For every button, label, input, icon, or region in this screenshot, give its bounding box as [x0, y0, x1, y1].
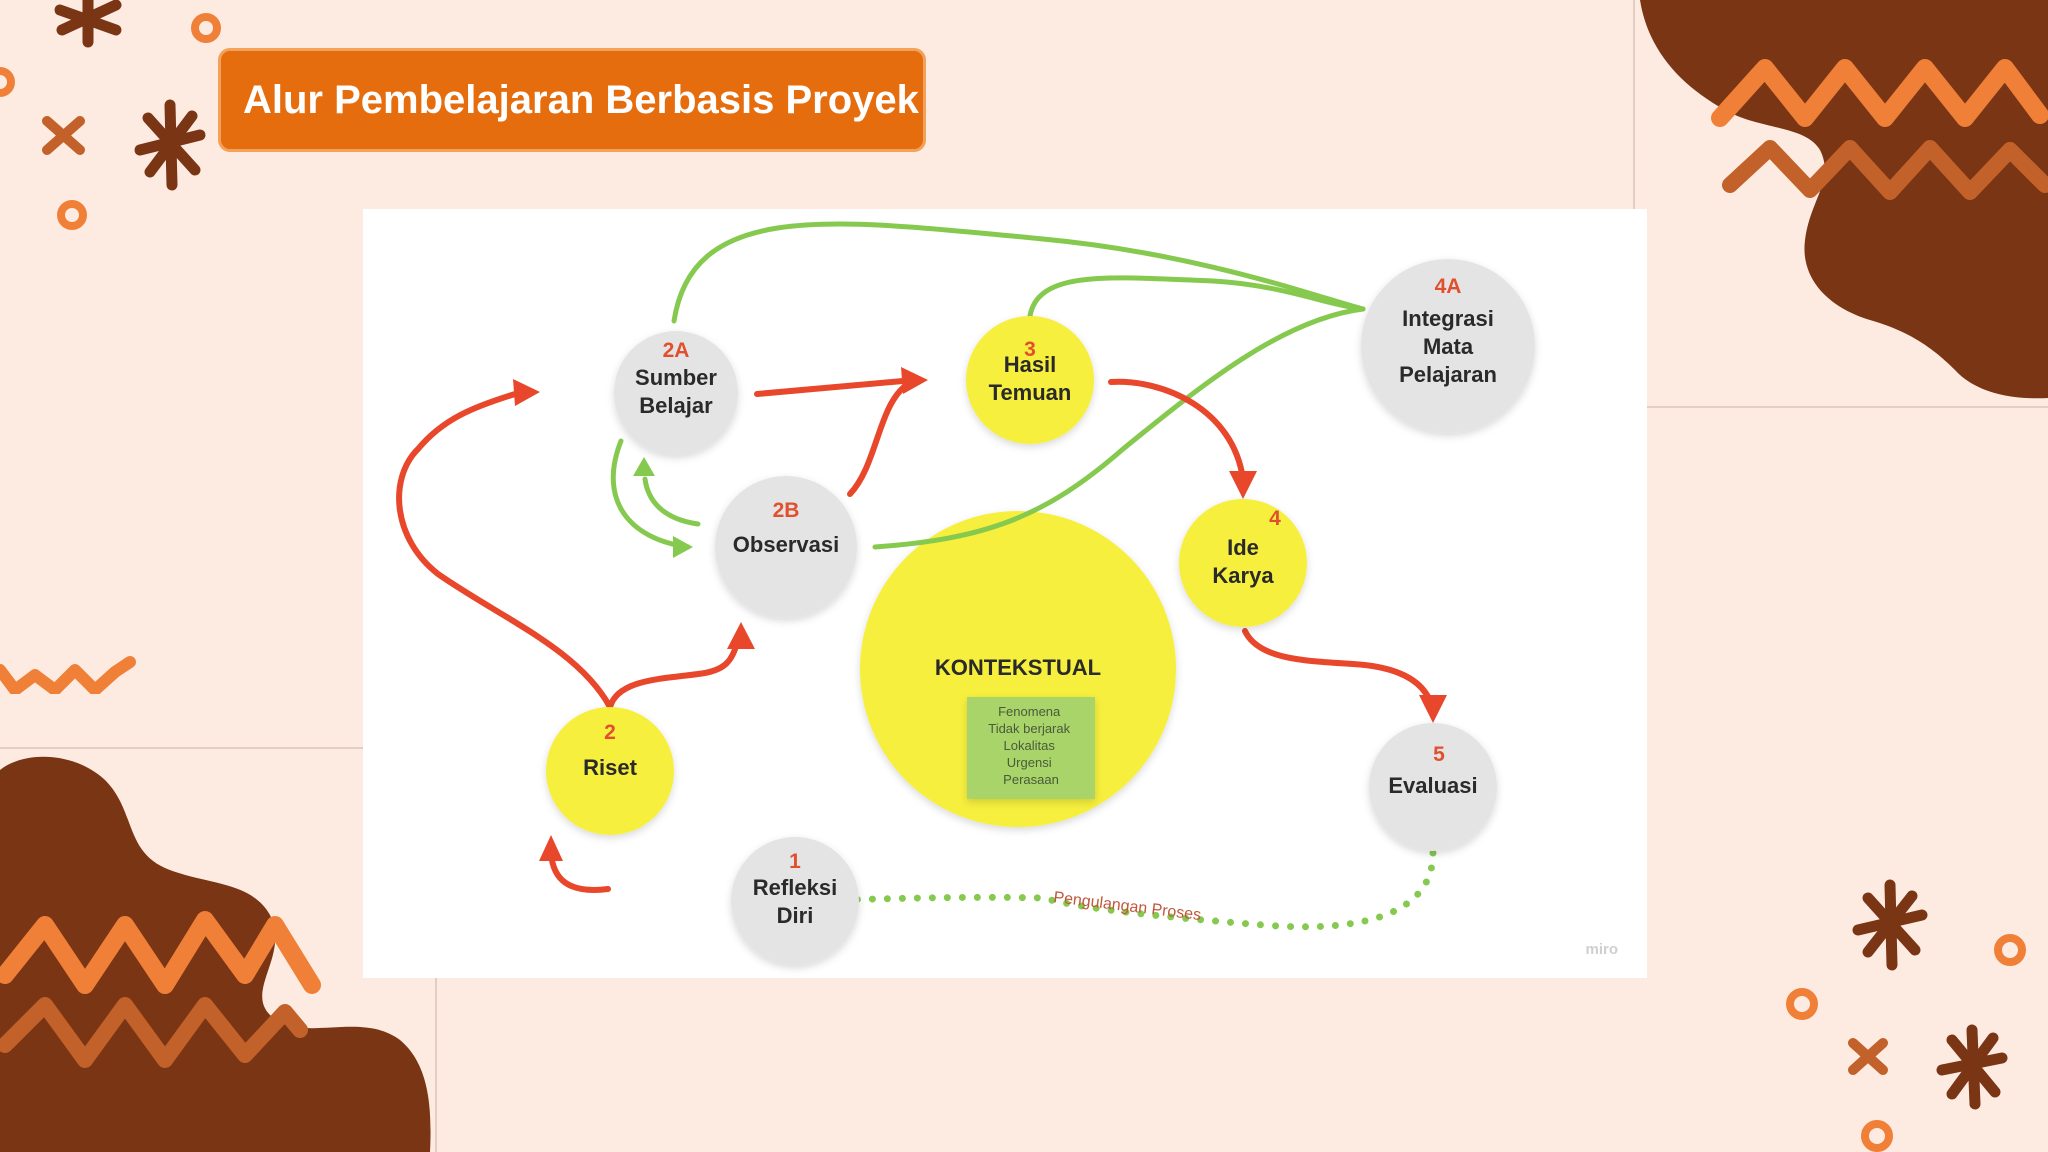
node-3: 3 Hasil Temuan [966, 316, 1094, 444]
zigzag-shape [0, 911, 321, 994]
zigzag-shape [1711, 59, 2048, 127]
node-4a: 4A Integrasi Mata Pelajaran [1361, 259, 1535, 433]
connector-2b-2a [642, 476, 701, 527]
zigzag-shape [0, 997, 308, 1068]
node-circle [1369, 723, 1497, 851]
node-label: Observasi [733, 532, 839, 557]
node-number: 4 [1269, 507, 1281, 530]
red-arrowhead [539, 835, 563, 861]
connector-2b-4a [872, 306, 1366, 550]
green-connectors [610, 221, 1366, 550]
diagram-card: KONTEKSTUAL Fenomena Tidak berjarak Loka… [363, 209, 1647, 978]
node-label: Pelajaran [1399, 362, 1497, 387]
ring-icon [191, 13, 221, 43]
zigzag-shape [0, 656, 136, 696]
node-2a: 2A Sumber Belajar [614, 331, 738, 455]
node-circle [715, 476, 857, 618]
center-label: KONTEKSTUAL [935, 655, 1101, 680]
sticky-note [967, 697, 1095, 799]
arrow-2b-3 [847, 381, 911, 497]
node-circle [966, 316, 1094, 444]
ring-icon [1861, 1120, 1893, 1152]
blob-shape [0, 756, 431, 1152]
watermark-text: miro [1585, 941, 1618, 958]
cross-icon [42, 116, 85, 155]
node-circle [1179, 499, 1307, 627]
connector-2a-4a [671, 221, 1366, 324]
arrow-3-4 [1108, 378, 1246, 482]
node-2b: 2B Observasi [715, 476, 857, 618]
connector-2a-2b [610, 438, 691, 550]
node-label: Refleksi [753, 875, 837, 900]
asterisk-icon [1936, 1024, 2008, 1110]
connector-3-4a [1027, 275, 1366, 319]
node-5: 5 Evaluasi [1369, 723, 1497, 851]
note-line: Lokalitas [1004, 738, 1056, 753]
red-arrowhead [1229, 471, 1257, 499]
red-arrowhead [727, 622, 755, 649]
node-label: Karya [1212, 563, 1274, 588]
title-banner: Alur Pembelajaran Berbasis Proyek [218, 48, 926, 152]
node-circle [614, 331, 738, 455]
node-label: Mata [1423, 334, 1474, 359]
node-4: 4 Ide Karya [1179, 499, 1307, 627]
cross-icon [1848, 1038, 1888, 1075]
node-circle [546, 707, 674, 835]
node-circle [1361, 259, 1535, 433]
asterisk-icon [1852, 879, 1928, 971]
node-2: 2 Riset [546, 707, 674, 835]
ring-icon [57, 200, 87, 230]
node-label: Temuan [989, 380, 1072, 405]
note-line: Fenomena [998, 704, 1061, 719]
node-label: Hasil [1004, 352, 1057, 377]
node-1: 1 Refleksi Diri [731, 837, 859, 965]
arrow-4-5 [1242, 628, 1436, 714]
ring-icon [0, 67, 15, 97]
node-number: 3 [1024, 338, 1036, 361]
red-arrowhead [1419, 695, 1447, 723]
loop-label: Pengulangan Proses [1053, 889, 1203, 924]
node-number: 2B [773, 499, 800, 522]
node-number: 1 [789, 850, 801, 873]
note-line: Tidak berjarak [988, 721, 1070, 736]
red-arrowhead [513, 379, 540, 406]
sticky-note-text: Fenomena Tidak berjarak Lokalitas Urgens… [988, 704, 1074, 787]
mask-shape [0, 694, 140, 714]
green-arrowhead [633, 457, 655, 476]
arrow-2a-3 [754, 378, 906, 397]
note-line: Urgensi [1007, 755, 1052, 770]
node-label: Sumber [635, 365, 717, 390]
node-label: Diri [777, 903, 814, 928]
node-number: 5 [1433, 743, 1445, 766]
red-connectors [396, 378, 1436, 893]
node-label: Evaluasi [1388, 773, 1477, 798]
node-number: 4A [1435, 275, 1462, 298]
node-number: 2A [663, 339, 690, 362]
loop-dotted-line [789, 849, 1437, 931]
ring-icon [1786, 988, 1818, 1020]
slide-title: Alur Pembelajaran Berbasis Proyek [243, 77, 919, 122]
arrow-2-2a [396, 391, 613, 710]
node-number: 2 [604, 721, 616, 744]
asterisk-icon [54, 0, 122, 48]
note-line: Perasaan [1003, 772, 1059, 787]
arrow-2-2b [607, 636, 741, 710]
center-circle [860, 511, 1176, 827]
flow-diagram: KONTEKSTUAL Fenomena Tidak berjarak Loka… [396, 221, 1618, 965]
node-label: Ide [1227, 535, 1259, 560]
node-circle [731, 837, 859, 965]
red-arrowhead [901, 367, 928, 394]
node-label: Belajar [639, 393, 713, 418]
green-arrowhead [673, 536, 693, 558]
node-label: Integrasi [1402, 306, 1494, 331]
asterisk-icon [134, 99, 206, 191]
zigzag-shape [1722, 140, 2048, 200]
ring-icon [1994, 934, 2026, 966]
node-label: Riset [583, 755, 637, 780]
